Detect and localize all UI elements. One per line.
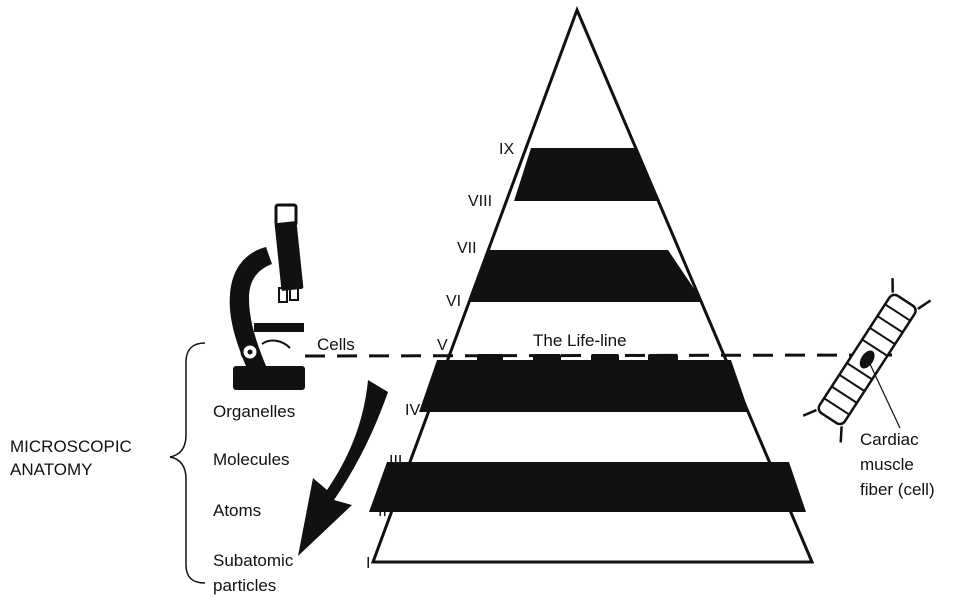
down-left-arrow bbox=[298, 380, 388, 556]
level-label-i: I bbox=[366, 555, 370, 572]
label-subatomic: Subatomic bbox=[213, 551, 294, 570]
left-labels: Cells Organelles Molecules Atoms Subatom… bbox=[213, 335, 355, 595]
bracket-label-line1: MICROSCOPIC bbox=[10, 437, 132, 456]
callout-leader bbox=[869, 363, 901, 429]
level-label-vii: VII bbox=[457, 240, 477, 257]
cardiac-muscle-cell-icon bbox=[802, 278, 932, 443]
level-label-viii: VIII bbox=[468, 193, 492, 210]
life-line-label: The Life-line bbox=[533, 331, 627, 350]
band-iv bbox=[419, 360, 749, 412]
level-labels: I II III IV V VI VII VIII IX bbox=[366, 141, 514, 572]
level-label-ii: II bbox=[378, 503, 387, 520]
band-vi bbox=[469, 250, 703, 302]
callout-line3: fiber (cell) bbox=[860, 480, 935, 499]
pyramid-bands bbox=[369, 148, 806, 512]
microscopic-brace bbox=[169, 342, 206, 584]
callout-line1: Cardiac bbox=[860, 430, 919, 449]
label-molecules: Molecules bbox=[213, 450, 290, 469]
label-organelles: Organelles bbox=[213, 402, 295, 421]
band-ii bbox=[369, 462, 806, 512]
level-label-vi: VI bbox=[446, 293, 461, 310]
label-atoms: Atoms bbox=[213, 501, 261, 520]
level-label-iii: III bbox=[389, 453, 402, 470]
callout-line2: muscle bbox=[860, 455, 914, 474]
level-label-ix: IX bbox=[499, 141, 514, 158]
level-label-v: V bbox=[437, 337, 448, 354]
label-cells: Cells bbox=[317, 335, 355, 354]
pyramid-outline bbox=[370, 5, 815, 564]
band-viii bbox=[514, 148, 660, 201]
bracket-label-line2: ANATOMY bbox=[10, 460, 93, 479]
level-label-iv: IV bbox=[405, 402, 420, 419]
microscope-icon bbox=[229, 203, 305, 390]
label-particles: particles bbox=[213, 576, 276, 595]
life-line bbox=[304, 353, 893, 358]
